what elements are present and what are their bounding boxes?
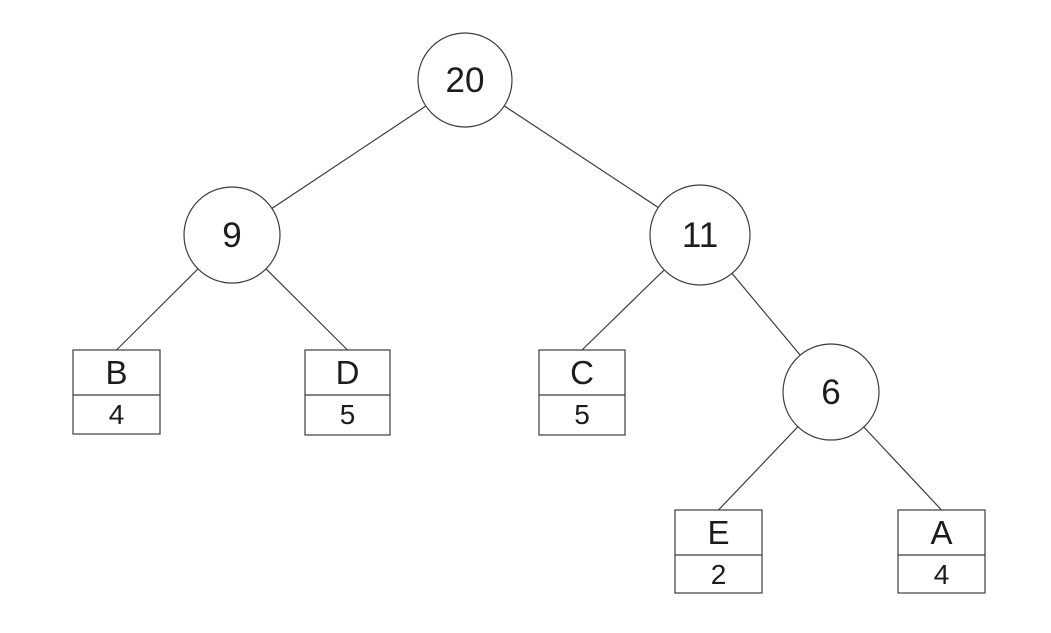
node-circle: [183, 186, 281, 284]
leaf-box: [897, 509, 986, 594]
leaf-box: [674, 509, 763, 594]
leaf-symbol: C: [570, 354, 594, 391]
node-label: 9: [222, 216, 241, 255]
node-circle: [417, 32, 513, 128]
node-circle: [782, 343, 880, 441]
leaf-weight: 2: [711, 559, 727, 590]
leaf-node-B: B 4: [72, 349, 161, 435]
leaf-node-C: C 5: [538, 349, 626, 436]
internal-node-9: 9: [183, 186, 281, 284]
leaf-symbol: B: [105, 354, 127, 391]
node-label: 11: [682, 216, 718, 255]
internal-node-11: 11: [649, 184, 751, 286]
leaf-weight: 5: [574, 399, 590, 430]
leaf-node-A: A 4: [897, 509, 986, 594]
leaf-weight: 4: [934, 559, 950, 590]
node-label: 6: [821, 373, 840, 412]
internal-node-20: 20: [417, 32, 513, 128]
leaf-box: [72, 349, 161, 435]
node-label: 20: [446, 61, 485, 100]
leaf-symbol: A: [930, 514, 952, 551]
leaf-node-D: D 5: [304, 349, 391, 436]
leaf-symbol: E: [707, 514, 729, 551]
leaf-weight: 4: [109, 399, 125, 430]
tree-edges: [116, 79, 942, 511]
leaf-box: [304, 349, 391, 436]
leaf-symbol: D: [336, 354, 360, 391]
leaf-box: [538, 349, 626, 436]
node-circle: [649, 184, 751, 286]
leaf-node-E: E 2: [674, 509, 763, 594]
internal-node-6: 6: [782, 343, 880, 441]
leaf-weight: 5: [340, 399, 356, 430]
